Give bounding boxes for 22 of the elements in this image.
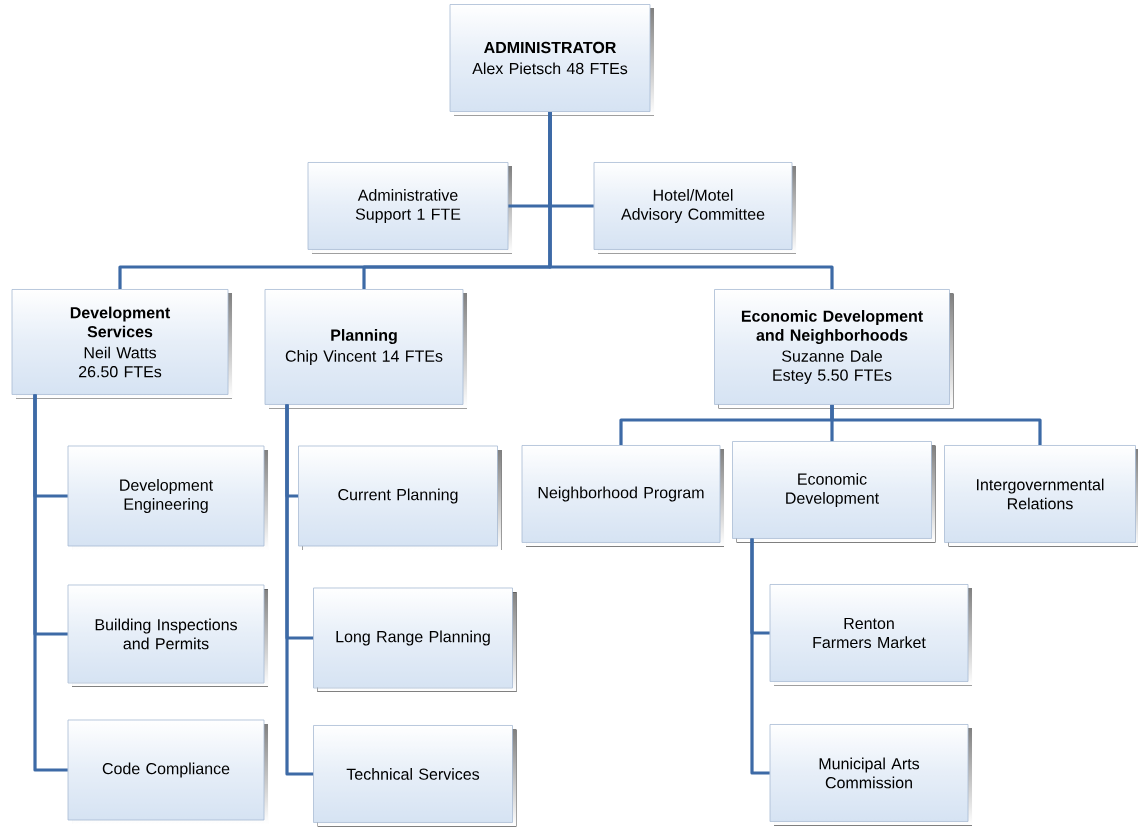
org-box: ADMINISTRATOR Alex Pietsch 48 FTEs <box>449 4 654 116</box>
org-box: Development Engineering <box>67 445 268 550</box>
org-box: Renton Farmers Market <box>769 584 972 686</box>
org-box: Administrative Support 1 FTE <box>307 162 512 254</box>
org-box: Planning Chip Vincent 14 FTEs <box>264 289 467 409</box>
org-box: Neighborhood Program <box>521 445 724 547</box>
org-box: Code Compliance <box>67 719 268 824</box>
connector-line <box>548 111 834 290</box>
connector-line <box>750 538 770 775</box>
org-box: Hotel/Motel Advisory Committee <box>593 162 796 254</box>
org-box: Long Range Planning <box>313 587 517 692</box>
connector-line <box>830 404 1042 446</box>
org-box: Technical Services <box>313 725 517 827</box>
org-box: Intergovernmental Relations <box>944 445 1138 547</box>
connector-line <box>285 404 314 776</box>
org-box: Development Services Neil Watts 26.50 FTEs <box>11 289 232 399</box>
org-box: Building Inspections and Permits <box>67 584 268 687</box>
org-box: Municipal Arts Commission <box>769 724 972 826</box>
connector-line <box>33 394 68 772</box>
org-box: Economic Development <box>732 441 936 543</box>
org-box: Economic Development and Neighborhoods Suzanne Dale Estey 5.50 FTEs <box>714 289 954 409</box>
org-box: Current Planning <box>298 445 502 550</box>
